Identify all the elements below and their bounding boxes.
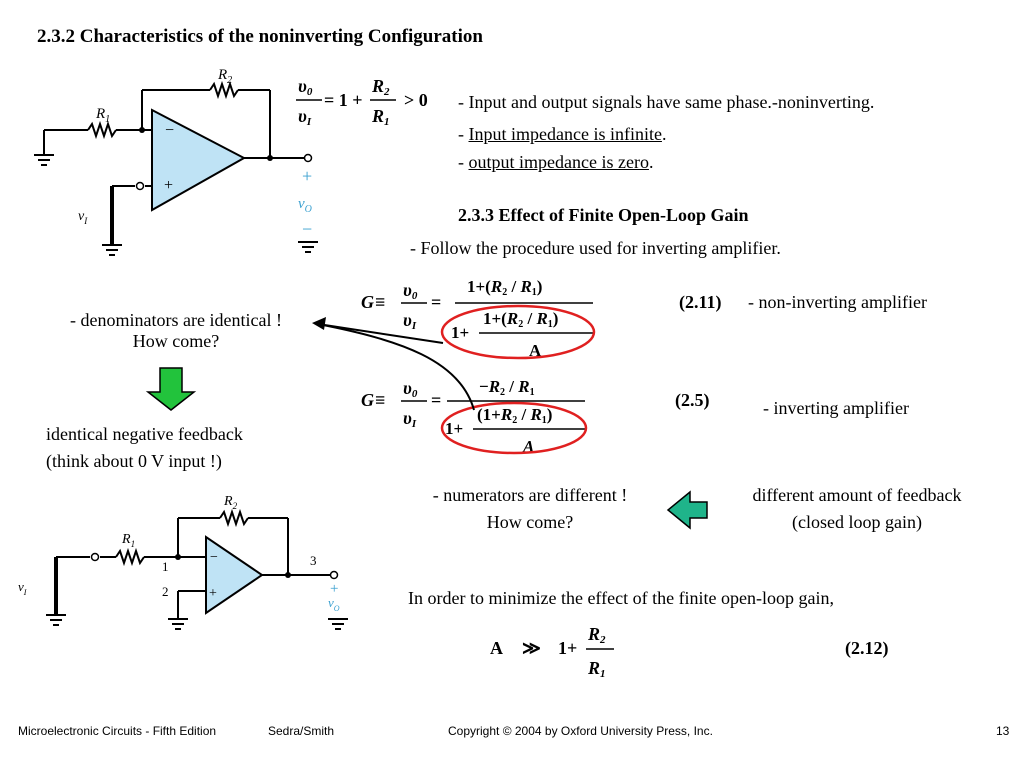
svg-text:υI: υI [298, 106, 312, 128]
svg-text:(1+R2 / R1): (1+R2 / R1) [477, 405, 552, 426]
noninverting-amplifier-circuit: − + R2 R1 vI + vO − [34, 67, 318, 256]
svg-text:= 1 +: = 1 + [324, 90, 363, 110]
svg-text:vO: vO [298, 196, 312, 215]
vo-label-2: v [328, 595, 334, 610]
svg-text:R1: R1 [95, 106, 110, 125]
eq-2-5-label: (2.5) [675, 390, 710, 410]
down-arrow-icon [145, 367, 197, 411]
footer-authors: Sedra/Smith [268, 724, 335, 738]
vo-plus-label: + [302, 166, 312, 186]
svg-text:−: − [210, 550, 218, 565]
bullet-same-phase: - Input and output signals have same pha… [458, 92, 875, 112]
svg-text:G: G [361, 390, 374, 410]
footer-page-number: 13 [996, 724, 1010, 738]
svg-text:1+: 1+ [558, 638, 577, 658]
svg-text:vI: vI [78, 209, 88, 226]
eq-2-11-label: (2.11) [679, 292, 722, 312]
node-1-label: 1 [162, 559, 169, 574]
vi-label: v [78, 209, 85, 224]
closed-loop-gain-equation: υ0 υI = 1 + R2 R1 > 0 [296, 76, 428, 128]
node-3-label: 3 [310, 553, 317, 568]
footer-copyright: Copyright © 2004 by Oxford University Pr… [448, 724, 713, 738]
highlight-ellipse-bottom [440, 401, 588, 455]
footer-book: Microelectronic Circuits - Fifth Edition [18, 724, 217, 738]
equation-2-12: A ≫ 1+ R2 R1 [490, 624, 614, 680]
svg-text:−R2 / R1: −R2 / R1 [479, 377, 535, 398]
svg-text:≫: ≫ [522, 638, 541, 658]
left-arrow-icon [666, 490, 708, 530]
vo-minus-label: − [302, 219, 312, 239]
svg-text:1+(R2 / R1): 1+(R2 / R1) [467, 277, 542, 298]
procedure-note: - Follow the procedure used for invertin… [410, 238, 781, 258]
vo-label: v [298, 196, 305, 212]
opamp-symbol [151, 108, 247, 212]
highlight-ellipse-top [440, 304, 596, 360]
opamp-plus-label: + [164, 177, 173, 194]
svg-text:1+: 1+ [445, 419, 463, 438]
svg-text:R2: R2 [223, 494, 238, 511]
svg-text:> 0: > 0 [404, 90, 428, 110]
equation-2-11: G ≡ υ0 υI = 1+(R2 / R1) 1+(R2 / R1) 1+ A [361, 277, 593, 360]
vi-label-2: v [18, 579, 24, 594]
svg-text:+: + [330, 581, 338, 597]
opamp-minus-label: − [165, 122, 174, 139]
numerator-note: - numerators are different ! How come? [432, 485, 628, 532]
svg-text:=: = [431, 390, 441, 410]
bullet-output-impedance: - output impedance is zero. [458, 152, 654, 172]
r1-label-2: R [121, 532, 131, 547]
svg-text:G: G [361, 292, 374, 312]
svg-text:R1: R1 [121, 532, 135, 549]
section-heading-finite-gain: 2.3.3 Effect of Finite Open-Loop Gain [458, 205, 749, 225]
svg-text:R2: R2 [587, 624, 606, 646]
r2-label-2: R [223, 494, 233, 509]
svg-text:≡: ≡ [375, 390, 385, 410]
svg-text:R1: R1 [371, 106, 390, 128]
minimize-note: In order to minimize the effect of the f… [408, 588, 835, 608]
r1-label: R [95, 106, 105, 122]
svg-text:R1: R1 [587, 658, 606, 680]
svg-text:≡: ≡ [375, 292, 385, 312]
svg-text:A: A [490, 638, 503, 658]
eq-2-5-desc: - inverting amplifier [763, 398, 909, 418]
svg-text:=: = [431, 292, 441, 312]
feedback-note: identical negative feedback (think about… [46, 424, 243, 471]
svg-text:R2: R2 [371, 76, 390, 98]
noninverting-amplifier-circuit-numbered: − + R2 R1 1 2 3 vI + vO [18, 494, 348, 630]
svg-text:υ0: υ0 [298, 76, 313, 98]
svg-text:R2: R2 [217, 67, 232, 86]
svg-text:vI: vI [18, 579, 27, 597]
svg-text:A: A [529, 341, 542, 360]
eq-2-12-label: (2.12) [845, 638, 889, 658]
node-2-label: 2 [162, 584, 169, 599]
feedback-amount-note: different amount of feedback (closed loo… [752, 485, 962, 532]
eq-2-11-desc: - non-inverting amplifier [748, 292, 927, 312]
slide-title: 2.3.2 Characteristics of the noninvertin… [37, 26, 483, 47]
svg-text:1+: 1+ [451, 323, 469, 342]
svg-text:vO: vO [328, 595, 340, 613]
denominator-note: - denominators are identical ! How come? [70, 310, 282, 351]
svg-text:1+(R2 / R1): 1+(R2 / R1) [483, 309, 558, 330]
svg-text:+: + [209, 586, 217, 601]
bullet-input-impedance: - Input impedance is infinite. [458, 124, 667, 144]
r2-label: R [217, 67, 227, 83]
